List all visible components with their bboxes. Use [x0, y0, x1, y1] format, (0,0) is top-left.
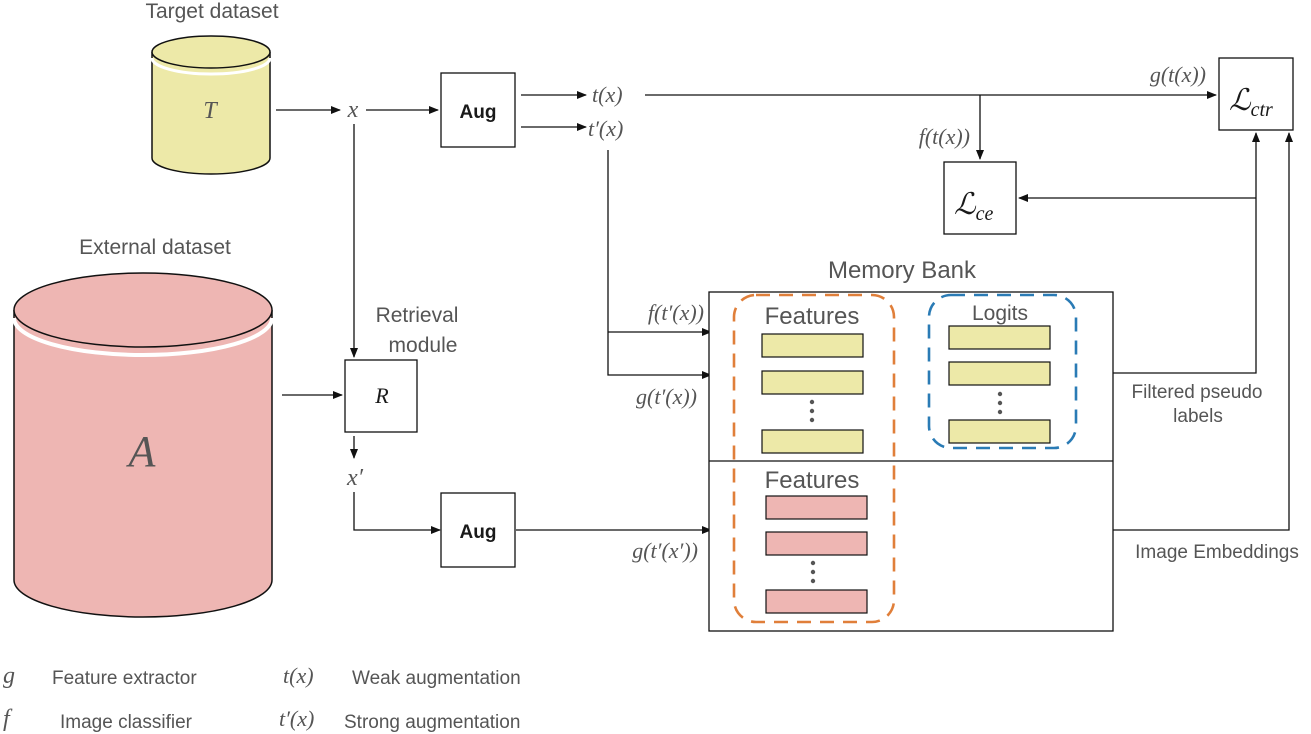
- external-feature-ellipsis: [810, 560, 816, 584]
- t-x-label: t(x): [592, 82, 623, 107]
- g-t-x-label: g(t(x)): [1150, 62, 1206, 87]
- retrieval-symbol: R: [374, 383, 389, 408]
- loss-ctr-symbol: ℒ: [1229, 84, 1252, 117]
- target-dataset-title: Target dataset: [145, 0, 278, 23]
- ellipsis-dot: [997, 391, 1003, 397]
- ellipsis-dot: [810, 578, 816, 584]
- external-dataset-title: External dataset: [79, 236, 231, 259]
- target-cylinder-body: [151, 52, 271, 175]
- g-tp-x-label: g(t′(x)): [636, 384, 697, 409]
- t-prime-x-label: t′(x): [588, 116, 623, 141]
- filtered-pseudo-labels-line2: labels: [1173, 406, 1223, 427]
- loss-ce-box: ℒce: [943, 161, 1017, 235]
- ellipsis-dot: [810, 569, 816, 575]
- legend-symbol-g: g: [3, 663, 15, 689]
- external-feature-bars: [765, 495, 868, 614]
- ellipsis-dot: [809, 408, 815, 414]
- target-dataset: Target dataset T: [145, 0, 279, 175]
- retrieval-box: R: [344, 359, 418, 433]
- feature-bar: [761, 429, 864, 454]
- loss-ce-label: ℒce: [954, 188, 993, 225]
- image-embeddings-label: Image Embeddings: [1135, 542, 1299, 563]
- feature-bar: [765, 495, 868, 520]
- loss-ce-subscript: ce: [976, 203, 994, 225]
- ellipsis-dot: [997, 409, 1003, 415]
- x-symbol: x: [347, 97, 359, 123]
- logit-bars: [948, 325, 1051, 444]
- logit-ellipsis: [997, 391, 1003, 415]
- arrow-tpx-to-memory: [607, 150, 712, 379]
- x-prime-symbol: x′: [346, 465, 364, 491]
- loss-ce-symbol: ℒ: [954, 188, 977, 221]
- target-symbol: T: [203, 98, 218, 124]
- aug-box-bottom-label: Aug: [460, 522, 497, 543]
- g-tp-xp-label: g(t′(x′)): [632, 538, 698, 563]
- external-symbol: A: [126, 427, 157, 476]
- aug-box-top: Aug: [440, 72, 516, 148]
- loss-ctr-box: ℒctr: [1218, 57, 1294, 131]
- logits-dashed-group: [927, 293, 1078, 450]
- loss-ctr-frame: [1218, 57, 1294, 131]
- aug-box-bottom-frame: [440, 492, 516, 568]
- loss-ctr-label: ℒctr: [1229, 84, 1273, 121]
- loss-ctr-subscript: ctr: [1251, 99, 1273, 121]
- logit-bar: [948, 419, 1051, 444]
- legend: g Feature extractor f Image classifier t…: [3, 663, 521, 733]
- flow-arrows: [276, 91, 1293, 534]
- legend-desc-tpx: Strong augmentation: [344, 712, 520, 733]
- retrieval-label-line1: Retrieval: [376, 304, 459, 327]
- logit-bar: [948, 325, 1051, 350]
- target-feature-ellipsis: [809, 399, 815, 423]
- arrow-logits-to-ctr: [1076, 132, 1260, 374]
- loss-ce-frame: [943, 161, 1017, 235]
- ellipsis-dot: [810, 560, 816, 566]
- memory-bank: Memory Bank Features Logits Features: [708, 257, 1114, 632]
- f-tp-x-label: f(t′(x)): [648, 300, 704, 325]
- ellipsis-dot: [809, 417, 815, 423]
- target-feature-bars: [761, 333, 864, 454]
- ellipsis-dot: [809, 399, 815, 405]
- external-cylinder-top: [13, 272, 273, 348]
- external-cylinder-rim: [12, 317, 274, 357]
- feature-bar: [765, 531, 868, 556]
- legend-desc-f: Image classifier: [60, 712, 193, 733]
- legend-symbol-f: f: [3, 706, 13, 732]
- logits-label: Logits: [972, 302, 1028, 325]
- arrow-xprime-to-aug2: [353, 492, 441, 534]
- retrieval-box-frame: [344, 359, 418, 433]
- aug-box-top-frame: [440, 72, 516, 148]
- features-dashed-group: [732, 293, 896, 624]
- feature-bar: [761, 370, 864, 395]
- legend-symbol-tpx: t′(x): [279, 706, 314, 731]
- external-cylinder-body: [13, 310, 273, 618]
- memory-bank-title: Memory Bank: [828, 257, 977, 284]
- target-cylinder-rim: [150, 57, 272, 76]
- aug-box-bottom: Aug: [440, 492, 516, 568]
- aug-box-top-label: Aug: [460, 102, 497, 123]
- features-top-label: Features: [765, 303, 860, 330]
- logit-bar: [948, 361, 1051, 386]
- feature-bar: [761, 333, 864, 358]
- feature-bar: [765, 589, 868, 614]
- external-dataset: External dataset A: [12, 236, 274, 618]
- f-t-x-label: f(t(x)): [919, 124, 970, 149]
- legend-desc-g: Feature extractor: [52, 668, 197, 689]
- features-bottom-label: Features: [765, 467, 860, 494]
- ellipsis-dot: [997, 400, 1003, 406]
- legend-desc-tx: Weak augmentation: [352, 668, 521, 689]
- legend-symbol-tx: t(x): [283, 663, 314, 688]
- filtered-pseudo-labels-line1: Filtered pseudo: [1132, 382, 1263, 403]
- retrieval-label-line2: module: [389, 334, 458, 357]
- target-cylinder-top: [151, 35, 271, 69]
